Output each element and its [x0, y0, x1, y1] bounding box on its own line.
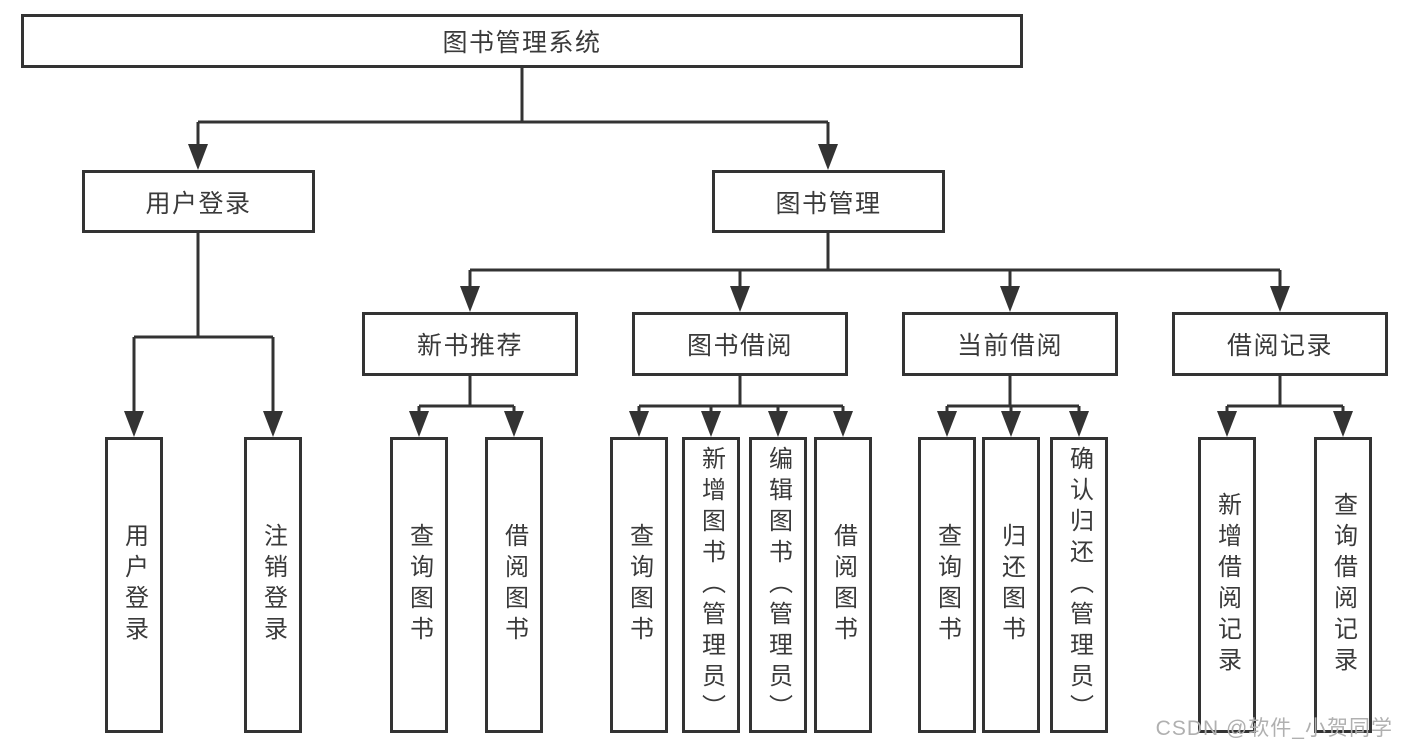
leaf-borrow-add-books-admin-label: 新增图书（管理员） [697, 445, 725, 725]
leaf-user-login: 用户登录 [105, 437, 163, 733]
node-book-borrow-label: 图书借阅 [686, 332, 793, 360]
leaf-borrow-add-books-admin: 新增图书（管理员） [682, 437, 740, 733]
leaf-borrow-query-books-label: 查询图书 [625, 523, 653, 647]
node-root: 图书管理系统 [21, 14, 1023, 68]
node-borrow-records-label: 借阅记录 [1226, 332, 1333, 360]
leaf-current-return-books: 归还图书 [982, 437, 1040, 733]
leaf-borrow-query-books: 查询图书 [610, 437, 668, 733]
node-current-borrow-label: 当前借阅 [956, 332, 1063, 360]
node-new-book-recommend: 新书推荐 [362, 312, 578, 376]
leaf-current-confirm-return-admin: 确认归还（管理员） [1050, 437, 1108, 733]
leaf-borrow-borrow-books-label: 借阅图书 [829, 523, 857, 647]
node-current-borrow: 当前借阅 [902, 312, 1118, 376]
leaf-borrow-edit-books-admin-label: 编辑图书（管理员） [764, 445, 792, 725]
leaf-current-query-books-label: 查询图书 [933, 523, 961, 647]
node-book-borrow: 图书借阅 [632, 312, 848, 376]
leaf-newbook-query-books: 查询图书 [390, 437, 448, 733]
node-book-management-label: 图书管理 [775, 189, 882, 218]
leaf-records-add-record: 新增借阅记录 [1198, 437, 1256, 733]
node-book-management: 图书管理 [712, 170, 945, 233]
leaf-newbook-borrow-books-label: 借阅图书 [500, 523, 528, 647]
leaf-borrow-borrow-books: 借阅图书 [814, 437, 872, 733]
leaf-user-login-label: 用户登录 [120, 523, 148, 647]
node-user-login: 用户登录 [82, 170, 315, 233]
leaf-current-query-books: 查询图书 [918, 437, 976, 733]
leaf-logout: 注销登录 [244, 437, 302, 733]
arrowheads [124, 144, 1353, 437]
leaf-records-query-record: 查询借阅记录 [1314, 437, 1372, 733]
leaf-borrow-edit-books-admin: 编辑图书（管理员） [749, 437, 807, 733]
node-root-label: 图书管理系统 [442, 29, 602, 57]
node-user-login-label: 用户登录 [145, 189, 252, 218]
leaf-newbook-borrow-books: 借阅图书 [485, 437, 543, 733]
leaf-newbook-query-books-label: 查询图书 [405, 523, 433, 647]
leaf-records-add-record-label: 新增借阅记录 [1213, 492, 1241, 678]
node-new-book-recommend-label: 新书推荐 [416, 332, 523, 360]
leaf-current-return-books-label: 归还图书 [997, 523, 1025, 647]
node-borrow-records: 借阅记录 [1172, 312, 1388, 376]
leaf-logout-label: 注销登录 [259, 523, 287, 647]
leaf-current-confirm-return-admin-label: 确认归还（管理员） [1065, 445, 1093, 725]
csdn-watermark: CSDN @软件_小贺同学 [1155, 717, 1393, 740]
leaf-records-query-record-label: 查询借阅记录 [1329, 492, 1357, 678]
